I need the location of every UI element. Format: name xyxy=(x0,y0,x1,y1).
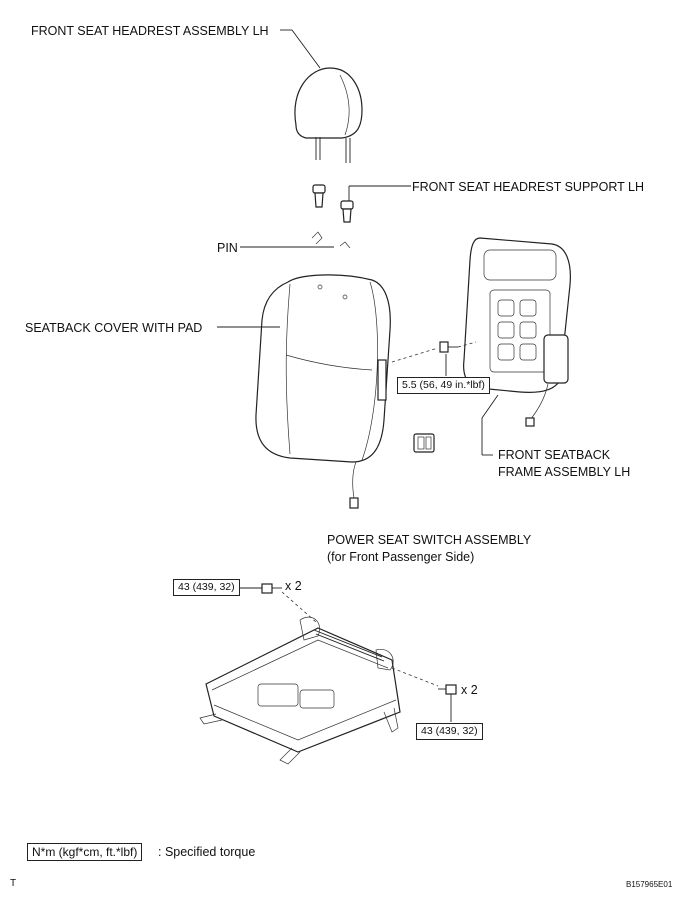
lower-bolt-dash xyxy=(391,667,439,687)
frame-bolt-dash xyxy=(391,347,439,363)
label-headrest: FRONT SEAT HEADREST ASSEMBLY LH xyxy=(31,24,269,38)
footer-right: B157965E01 xyxy=(626,880,673,889)
legend-text: : Specified torque xyxy=(158,845,256,859)
label-switch-line2: (for Front Passenger Side) xyxy=(327,550,475,564)
label-switch-line1: POWER SEAT SWITCH ASSEMBLY xyxy=(327,533,532,547)
power-switch-part xyxy=(413,433,435,453)
frame-bolt-part xyxy=(439,341,458,353)
legend-torque-box: N*m (kgf*cm, ft.*lbf) xyxy=(27,843,143,861)
torque-upper-bolt: 43 (439, 32) xyxy=(173,579,240,596)
seatback-cover-part xyxy=(255,274,391,509)
qty-lower: x 2 xyxy=(461,683,478,697)
lower-bolt-part xyxy=(438,684,457,695)
label-seatback-cover: SEATBACK COVER WITH PAD xyxy=(25,321,203,335)
headrest-leader-diag xyxy=(291,29,321,69)
label-frame-line1: FRONT SEATBACK xyxy=(498,448,611,462)
headrest-part xyxy=(294,67,363,163)
frame-leader-up xyxy=(481,394,499,455)
qty-upper: x 2 xyxy=(285,579,302,593)
seat-track-part xyxy=(199,616,401,765)
footer-left: T xyxy=(10,878,17,889)
upper-bolt-dash xyxy=(281,591,317,623)
torque-lower-bolt: 43 (439, 32) xyxy=(416,723,483,740)
pin-part xyxy=(311,231,351,249)
label-headrest-support: FRONT SEAT HEADREST SUPPORT LH xyxy=(412,180,645,194)
label-pin: PIN xyxy=(217,241,238,255)
seatback-frame-part xyxy=(463,237,571,427)
headrest-support-part xyxy=(312,184,354,223)
label-frame-line2: FRAME ASSEMBLY LH xyxy=(498,465,631,479)
torque-seatback-bolt: 5.5 (56, 49 in.*lbf) xyxy=(397,377,490,394)
upper-bolt-part xyxy=(261,583,282,594)
